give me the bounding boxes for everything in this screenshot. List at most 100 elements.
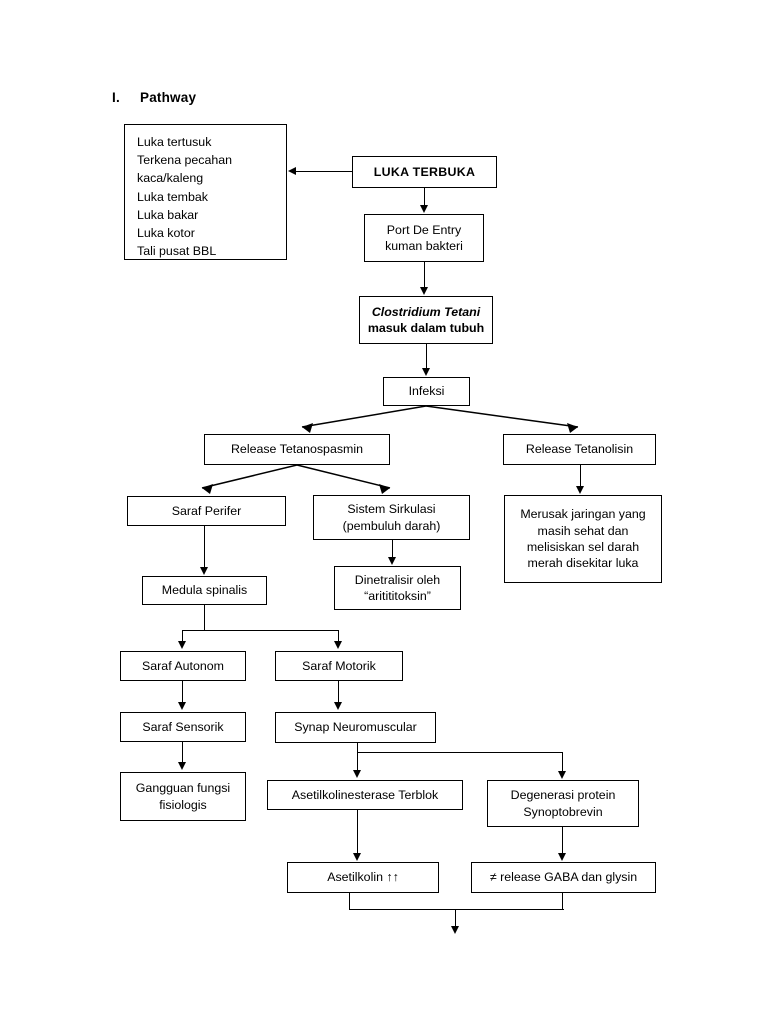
arrowhead-asetilkolinesterase-icon (353, 770, 361, 778)
node-saraf-perifer-label: Saraf Perifer (171, 503, 242, 518)
node-dinetralisir-line1: Dinetralisir oleh (354, 572, 441, 587)
node-degenerasi-line1: Degenerasi protein (510, 788, 616, 803)
causes-line-6: Luka kotor (137, 226, 195, 241)
node-release-tetanospasmin-label: Release Tetanospasmin (230, 442, 364, 457)
connector-asetilkolinesterase-to-asetilkolin (357, 810, 359, 853)
node-dinetralisir-line2: “aritititoksin” (364, 589, 431, 603)
connector-synap-right-drop (562, 752, 564, 771)
connector-merge-bus (349, 909, 564, 911)
page-title-text: Pathway (140, 90, 197, 105)
node-merusak-line2: masih sehat dan (537, 523, 629, 538)
connector-sirkulasi-to-dinetralisir (392, 540, 394, 557)
connector-asetilkolin-drop (349, 893, 351, 910)
node-asetilkolin-label: Asetilkolin ↑↑ (327, 870, 399, 885)
connector-perifer-to-medula (204, 526, 206, 567)
node-luka-terbuka: LUKA TERBUKA (352, 156, 497, 188)
arrowhead-gaba-icon (558, 853, 566, 861)
node-medula-spinalis-label: Medula spinalis (161, 583, 248, 598)
causes-list-box: Luka tertusuk Terkena pecahan kaca/kalen… (124, 124, 287, 260)
connector-synap-stem (357, 743, 359, 770)
node-port-de-entry-line1: Port De Entry (386, 222, 462, 237)
connector-clostridium-to-infeksi (426, 344, 428, 368)
arrowhead-clostridium-icon (420, 287, 428, 295)
arrowhead-saraf-sensorik-icon (178, 702, 186, 710)
node-saraf-motorik: Saraf Motorik (275, 651, 403, 681)
node-asetilkolin: Asetilkolin ↑↑ (287, 862, 439, 893)
connector-medula-stem (204, 605, 206, 631)
node-saraf-sensorik: Saraf Sensorik (120, 712, 246, 742)
arrowhead-saraf-autonom-icon (178, 641, 186, 649)
arrowhead-gangguan-icon (178, 762, 186, 770)
node-sistem-sirkulasi: Sistem Sirkulasi (pembuluh darah) (313, 495, 470, 540)
node-dinetralisir: Dinetralisir oleh “aritititoksin” (334, 566, 461, 610)
node-port-de-entry: Port De Entry kuman bakteri (364, 214, 484, 262)
causes-line-7: Tali pusat BBL (137, 244, 217, 259)
node-degenerasi-line2: Synoptobrevin (523, 804, 603, 819)
node-gangguan-line1: Gangguan fungsi (135, 781, 231, 796)
node-saraf-motorik-label: Saraf Motorik (302, 658, 376, 673)
node-synap-neuromuscular: Synap Neuromuscular (275, 712, 436, 743)
node-infeksi: Infeksi (383, 377, 470, 406)
node-saraf-perifer: Saraf Perifer (127, 496, 286, 526)
node-clostridium-tetani: Clostridium Tetani masuk dalam tubuh (359, 296, 493, 344)
arrowhead-infeksi-icon (422, 368, 430, 376)
node-release-tetanospasmin: Release Tetanospasmin (204, 434, 390, 465)
node-saraf-sensorik-label: Saraf Sensorik (142, 719, 224, 734)
page-title-number: I. (112, 90, 120, 105)
node-sistem-sirkulasi-line2: (pembuluh darah) (342, 518, 441, 533)
causes-line-3: kaca/kaleng (137, 171, 204, 186)
connector-luka-to-port (424, 188, 426, 206)
connector-gaba-drop (562, 893, 564, 910)
connector-sensorik-to-gangguan (182, 742, 184, 762)
node-asetilkolinesterase-terblok: Asetilkolinesterase Terblok (267, 780, 463, 810)
arrowhead-dinetralisir-icon (388, 557, 396, 565)
node-luka-terbuka-label: LUKA TERBUKA (373, 164, 476, 179)
node-gangguan-line2: fisiologis (159, 797, 207, 812)
node-gangguan-fungsi: Gangguan fungsi fisiologis (120, 772, 246, 821)
page-title: I. Pathway (112, 90, 196, 105)
node-saraf-autonom: Saraf Autonom (120, 651, 246, 681)
node-synap-neuromuscular-label: Synap Neuromuscular (294, 720, 417, 735)
connector-merge-stem (455, 909, 457, 927)
node-merusak-line3: melisiskan sel darah (526, 540, 640, 554)
arrowhead-synap-icon (334, 702, 342, 710)
connector-medula-right-drop (338, 630, 340, 642)
node-port-de-entry-line2: kuman bakteri (385, 239, 463, 253)
node-infeksi-label: Infeksi (408, 384, 445, 399)
arrowhead-to-causes-icon (288, 167, 296, 175)
node-clostridium-line2: masuk dalam tubuh (367, 321, 485, 335)
node-medula-spinalis: Medula spinalis (142, 576, 267, 605)
arrowhead-degenerasi-icon (558, 771, 566, 779)
node-gaba-glysin-label: ≠ release GABA dan glysin (489, 870, 638, 885)
node-gaba-glysin: ≠ release GABA dan glysin (471, 862, 656, 893)
connector-medula-left-drop (182, 630, 184, 642)
node-release-tetanolisin: Release Tetanolisin (503, 434, 656, 465)
connector-luka-to-causes (296, 171, 352, 173)
connector-medula-bus (182, 630, 339, 632)
node-saraf-autonom-label: Saraf Autonom (142, 658, 224, 673)
node-merusak-line1: Merusak jaringan yang (520, 507, 646, 522)
node-merusak-jaringan: Merusak jaringan yang masih sehat dan me… (504, 495, 662, 583)
node-clostridium-line1: Clostridium Tetani (371, 304, 481, 319)
causes-line-1: Luka tertusuk (137, 135, 212, 149)
connector-tetanolisin-to-merusak (580, 465, 582, 487)
node-asetilkolinesterase-label: Asetilkolinesterase Terblok (291, 787, 439, 802)
connector-autonom-to-sensorik (182, 681, 184, 702)
arrowhead-merusak-icon (576, 486, 584, 494)
arrowhead-medula-icon (200, 567, 208, 575)
node-release-tetanolisin-label: Release Tetanolisin (525, 442, 634, 457)
node-sistem-sirkulasi-line1: Sistem Sirkulasi (347, 502, 436, 517)
causes-line-5: Luka bakar (137, 207, 199, 222)
arrowhead-saraf-motorik-icon (334, 641, 342, 649)
arrowhead-port-icon (420, 205, 428, 213)
causes-line-2: Terkena pecahan (137, 153, 233, 168)
connector-port-to-clostridium (424, 262, 426, 287)
arrowhead-final-icon (451, 926, 459, 934)
connector-degenerasi-to-gaba (562, 827, 564, 853)
node-merusak-line4: merah disekitar luka (527, 556, 639, 571)
connector-motorik-to-synap (338, 681, 340, 702)
arrowhead-asetilkolin-icon (353, 853, 361, 861)
node-degenerasi-protein: Degenerasi protein Synoptobrevin (487, 780, 639, 827)
causes-line-4: Luka tembak (137, 189, 208, 204)
